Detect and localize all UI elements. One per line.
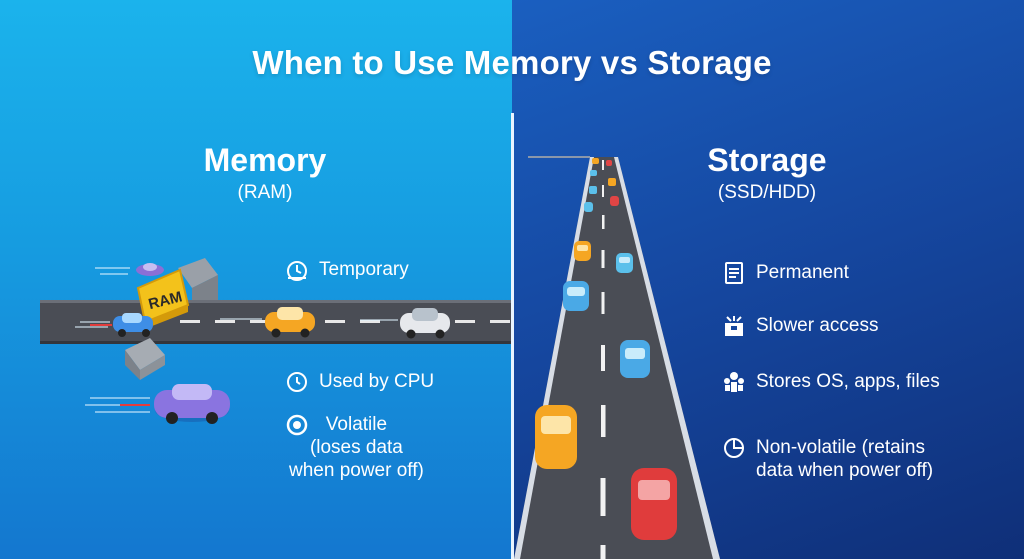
car-orange [265, 307, 315, 338]
car-white [400, 308, 450, 339]
storage-subheading: (SSD/HDD) [717, 182, 817, 203]
storage-feature-label: Slower access [756, 315, 879, 336]
timer-icon [287, 261, 307, 281]
memory-feature-label: Used by CPU [319, 371, 435, 392]
car-purple-small [136, 263, 164, 276]
clock-icon [287, 372, 307, 392]
memory-heading: Memory [203, 142, 327, 178]
pie-clock-icon [724, 438, 744, 458]
document-icon [725, 262, 743, 284]
package-icon [725, 316, 743, 336]
network-icon [724, 372, 744, 392]
storage-feature-label: Non-volatile (retains data when power of… [756, 437, 934, 481]
ram-barrier [125, 258, 218, 380]
storage-feature-stores: Stores OS, apps, files [722, 370, 940, 394]
memory-feature-cpu: Used by CPU [285, 370, 434, 394]
storage-highway [514, 156, 720, 559]
memory-feature-volatile: Volatile (loses data when power off) [285, 413, 424, 482]
car-purple-large [154, 384, 230, 424]
page-title: When to Use Memory vs Storage [252, 44, 772, 81]
memory-feature-label: Temporary [319, 259, 409, 280]
storage-feature-permanent: Permanent [722, 261, 849, 285]
storage-feature-slower: Slower access [722, 314, 879, 338]
car-blue-small [113, 313, 153, 337]
memory-feature-label: Volatile (loses data when power off) [289, 414, 424, 481]
memory-subheading: (RAM) [237, 182, 293, 203]
memory-highway [40, 267, 512, 413]
power-icon [286, 414, 308, 436]
storage-heading: Storage [707, 142, 827, 178]
memory-feature-temporary: Temporary [285, 258, 409, 282]
storage-feature-label: Stores OS, apps, files [756, 371, 940, 392]
storage-feature-label: Permanent [756, 262, 849, 283]
center-divider [511, 113, 514, 559]
traffic-cars [535, 158, 677, 540]
memory-panel-background [0, 0, 512, 559]
storage-feature-nonvolatile: Non-volatile (retains data when power of… [722, 436, 933, 482]
ram-gate: RAM [136, 268, 190, 328]
